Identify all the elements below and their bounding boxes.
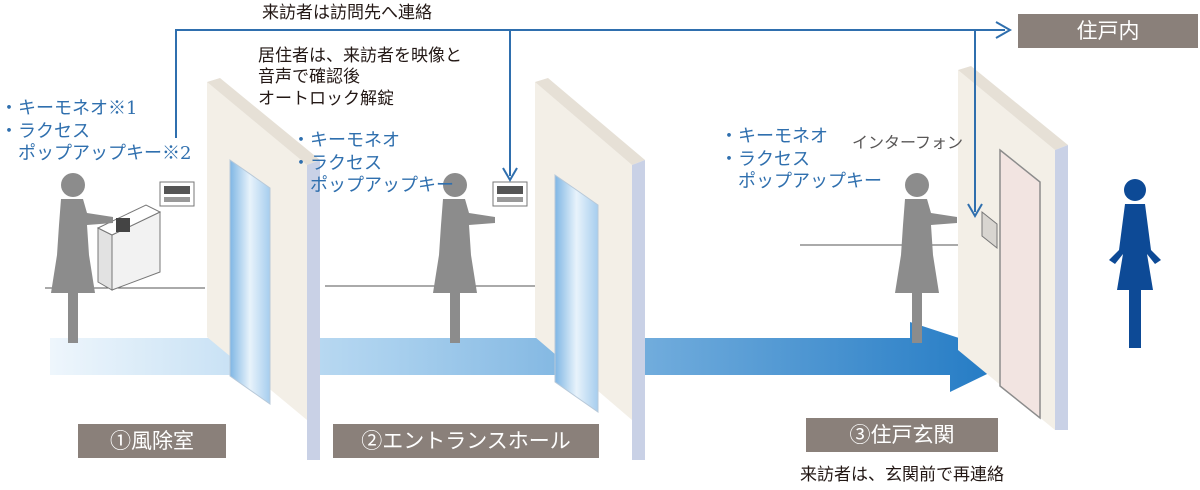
entry-console — [96, 204, 162, 291]
connection-lines — [175, 29, 1005, 212]
visitor-figure — [51, 173, 113, 343]
zone-3-methods: ・キーモネオ ・ラクセス ポップアップキー — [720, 126, 882, 192]
destination-label: 住戸内 — [1018, 14, 1198, 48]
person-body — [51, 199, 113, 293]
zone-1-label: ①風除室 — [78, 424, 226, 458]
wall-3 — [958, 66, 1068, 430]
bottom-note: 来訪者は、玄関前で再連絡 — [800, 465, 1004, 485]
intercom-label: インターフォン — [852, 133, 964, 152]
person-leg — [912, 293, 922, 343]
floor-lines — [45, 244, 960, 289]
wall-2 — [535, 78, 645, 460]
visitor-figure — [433, 173, 495, 343]
zone-1-methods: ・キーモネオ※1 ・ラクセス ポップアップキー※2 — [0, 98, 192, 164]
wall-1 — [207, 78, 320, 460]
person-leg — [450, 293, 460, 343]
person-body — [895, 199, 957, 293]
arrow-icon — [502, 21, 1013, 218]
visitor-figure — [895, 173, 957, 343]
person-body — [433, 199, 495, 293]
person-head — [905, 173, 929, 197]
zone-2-label: ②エントランスホール — [333, 424, 599, 458]
person-head — [61, 173, 85, 197]
resident-note: 居住者は、来訪者を映像と 音声で確認後 オートロック解錠 — [258, 46, 462, 109]
top-note: 来訪者は訪問先へ連絡 — [262, 3, 432, 23]
intercom-panel-icon — [981, 210, 998, 250]
zone-2-methods: ・キーモネオ ・ラクセス ポップアップキー — [292, 130, 454, 196]
resident-figure — [1109, 179, 1161, 348]
intercom-panel-icon — [492, 181, 528, 207]
intercom-panel-icon — [159, 181, 195, 207]
person-head — [443, 173, 467, 197]
person-leg — [68, 293, 78, 343]
zone-3-label: ③住戸玄関 — [806, 418, 998, 452]
